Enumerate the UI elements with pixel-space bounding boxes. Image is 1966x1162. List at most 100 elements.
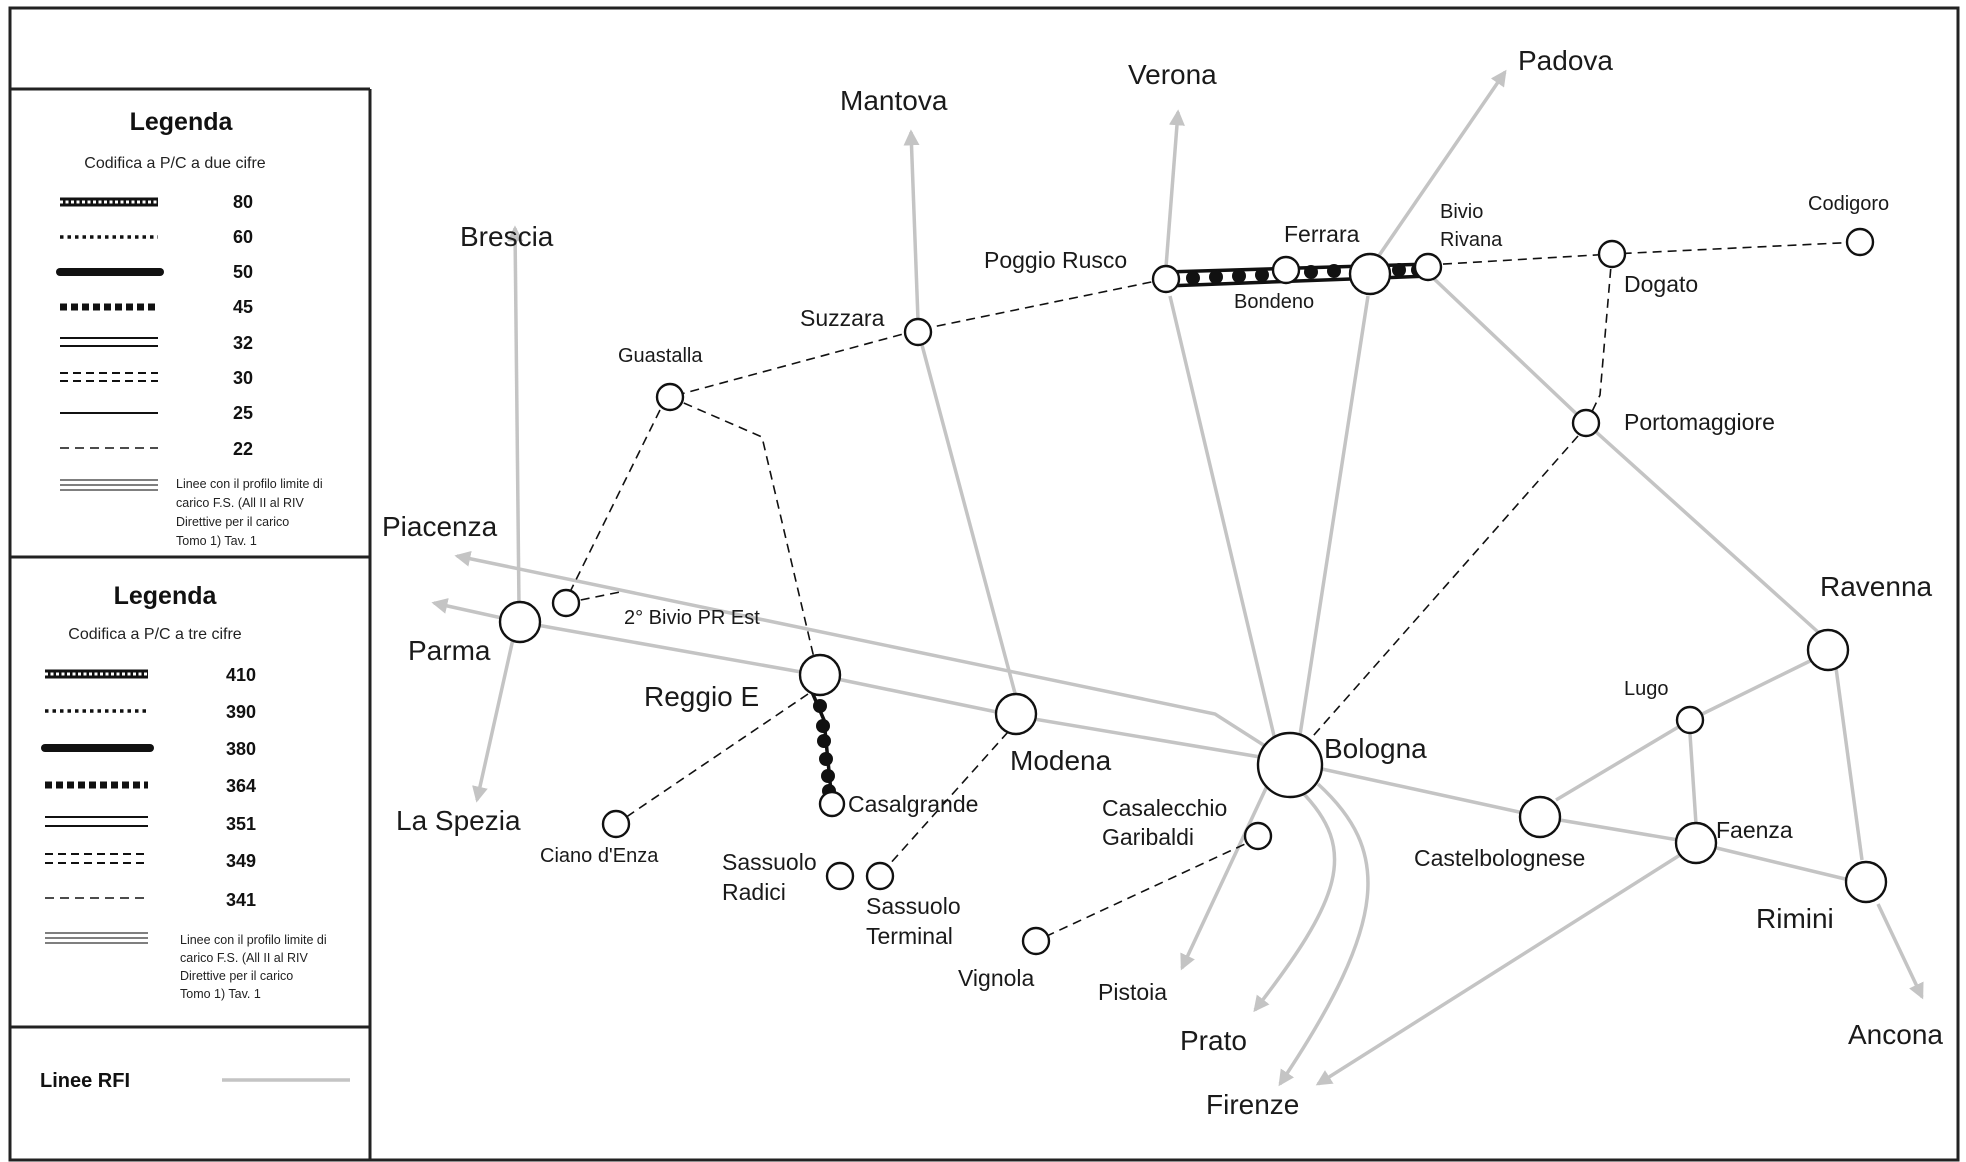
legend-note: Linee con il profilo limite di [176,477,323,491]
legend-subtitle: Codifica a P/C a due cifre [84,155,266,172]
station-labels: Mantova Verona Padova Brescia Codigoro P… [382,45,1943,1120]
legend-panel [10,87,372,1160]
label-pistoia: Pistoia [1098,979,1167,1005]
label-sassuolo-terminal-2: Terminal [866,923,953,949]
legend-two-digit: Legenda Codifica a P/C a due cifre 80 60… [56,108,323,548]
label-prato: Prato [1180,1025,1247,1056]
node-vignola [1021,926,1051,956]
node-rimini [1844,860,1888,904]
label-casalgrande: Casalgrande [848,791,978,817]
legend-value: 32 [233,333,253,353]
legend-value: 60 [233,227,253,247]
label-portomaggiore: Portomaggiore [1624,409,1775,435]
node-sassuolo-radici [825,861,855,891]
node-codigoro [1845,227,1875,257]
label-firenze: Firenze [1206,1089,1299,1120]
rfi-label: Linee RFI [40,1070,130,1092]
legend-value: 351 [226,814,256,834]
label-poggio-rusco: Poggio Rusco [984,247,1127,273]
label-sassuolo-radici-2: Radici [722,879,786,905]
label-brescia: Brescia [460,221,554,252]
node-portomaggiore [1571,408,1601,438]
node-dogato [1597,239,1627,269]
legend-symbol-profile [45,932,148,944]
node-guastalla [655,382,685,412]
legend-note: carico F.S. (All II al RIV [180,951,308,965]
legend-value: 380 [226,739,256,759]
node-ciano [601,809,631,839]
node-suzzara [903,317,933,347]
legend-value: 410 [226,665,256,685]
label-bivio-rivana-1: Bivio [1440,201,1483,223]
node-bivio-pr-est [551,588,581,618]
label-la-spezia: La Spezia [396,805,521,836]
node-ravenna [1806,628,1850,672]
legend-value: 50 [233,262,253,282]
label-bivio-rivana-2: Rivana [1440,229,1503,251]
legend-note: Linee con il profilo limite di [180,933,327,947]
label-sassuolo-terminal-1: Sassuolo [866,893,961,919]
legend-value: 22 [233,439,253,459]
node-casalecchio [1243,821,1273,851]
label-ancona: Ancona [1848,1019,1943,1050]
node-faenza [1674,821,1718,865]
label-verona: Verona [1128,59,1217,90]
label-guastalla: Guastalla [618,345,703,367]
node-castelbolognese [1518,795,1562,839]
label-sassuolo-radici-1: Sassuolo [722,849,817,875]
legend-value: 45 [233,297,253,317]
label-padova: Padova [1518,45,1613,76]
node-lugo [1675,705,1705,735]
legend-note: Direttive per il carico [180,969,293,983]
node-parma [498,600,542,644]
label-ciano: Ciano d'Enza [540,845,659,867]
legend-symbol-profile [60,479,158,491]
legend-value: 390 [226,702,256,722]
node-bologna [1256,731,1324,799]
label-bologna: Bologna [1324,733,1427,764]
legend-note: Tomo 1) Tav. 1 [176,534,257,548]
label-casalecchio-2: Garibaldi [1102,824,1194,850]
node-casalgrande [818,790,846,818]
heavy-section-reggio-casalgrande [810,691,836,803]
legend-value: 341 [226,890,256,910]
label-piacenza: Piacenza [382,511,498,542]
legend-title: Legenda [130,108,234,136]
legend-symbol-30 [60,372,158,382]
label-castelbolognese: Castelbolognese [1414,845,1585,871]
label-casalecchio-1: Casalecchio [1102,795,1227,821]
label-rimini: Rimini [1756,903,1834,934]
node-modena [994,692,1038,736]
label-bivio-pr-est: 2° Bivio PR Est [624,607,760,629]
rfi-lines [431,69,1924,1087]
legend-note: Tomo 1) Tav. 1 [180,987,261,1001]
label-faenza: Faenza [1716,817,1793,843]
node-sassuolo-terminal [865,861,895,891]
node-reggio [798,653,842,697]
node-bondeno [1271,255,1301,285]
label-vignola: Vignola [958,965,1035,991]
label-codigoro: Codigoro [1808,193,1889,215]
label-parma: Parma [408,635,491,666]
legend-value: 349 [226,851,256,871]
label-ravenna: Ravenna [1820,571,1933,602]
legend-note: Direttive per il carico [176,515,289,529]
label-lugo: Lugo [1624,678,1669,700]
label-suzzara: Suzzara [800,305,885,331]
legend-note: carico F.S. (All II al RIV [176,496,304,510]
legend-title: Legenda [114,582,218,610]
label-mantova: Mantova [840,85,948,116]
legend-symbol-349 [45,853,148,864]
legend-symbol-32 [60,337,158,347]
legend-rfi: Linee RFI [40,1070,350,1092]
label-modena: Modena [1010,745,1112,776]
label-ferrara: Ferrara [1284,221,1360,247]
legend-subtitle: Codifica a P/C a tre cifre [68,626,242,643]
legend-value: 80 [233,192,253,212]
label-bondeno: Bondeno [1234,291,1314,313]
node-bivio-rivana [1413,252,1443,282]
legend-value: 25 [233,403,253,423]
node-poggio-rusco [1151,264,1181,294]
legend-three-digit: Legenda Codifica a P/C a tre cifre 410 3… [41,582,327,1001]
